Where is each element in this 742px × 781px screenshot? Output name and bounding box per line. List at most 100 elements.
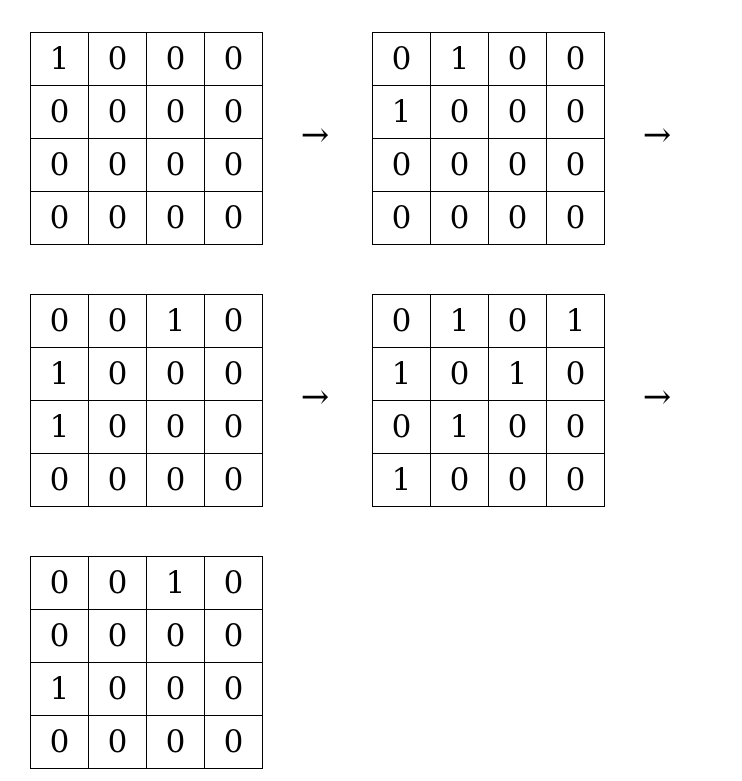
matrix-cell: 1 [146,556,205,610]
matrix-cell: 0 [88,294,147,348]
matrix-cell: 0 [30,609,89,663]
matrix-cell: 0 [146,347,205,401]
matrix-cell: 0 [146,400,205,454]
matrix-cell: 0 [88,609,147,663]
matrix-1: 1 0 0 0 0 0 0 0 0 0 0 0 0 0 0 0 [30,32,263,245]
matrix-cell: 0 [372,32,431,86]
matrix-4: 0 1 0 1 1 0 1 0 0 1 0 0 1 0 0 0 [372,294,605,507]
matrix-cell: 0 [204,556,263,610]
matrix-cell: 0 [372,294,431,348]
matrix-row: 1 0 0 0 [30,32,263,86]
matrix-cell: 0 [546,453,605,507]
matrix-cell: 0 [146,453,205,507]
matrix-cell: 0 [146,85,205,139]
matrix-cell: 0 [546,191,605,245]
matrix-cell: 0 [204,347,263,401]
matrix-cell: 1 [430,294,489,348]
matrix-cell: 0 [488,191,547,245]
right-arrow-icon: → [300,377,330,417]
matrix-cell: 1 [430,32,489,86]
matrix-cell: 1 [430,400,489,454]
matrix-row: 0 0 0 0 [30,191,263,245]
matrix-cell: 0 [30,556,89,610]
matrix-cell: 1 [146,294,205,348]
matrix-cell: 0 [88,32,147,86]
matrix-cell: 0 [146,32,205,86]
matrix-cell: 0 [488,400,547,454]
matrix-row: 0 1 0 1 [372,294,605,348]
matrix-row: 0 1 0 0 [372,400,605,454]
matrix-cell: 0 [88,138,147,192]
matrix-cell: 0 [146,715,205,769]
matrix-cell: 0 [88,400,147,454]
matrix-cell: 1 [30,400,89,454]
matrix-cell: 0 [204,715,263,769]
matrix-cell: 0 [30,453,89,507]
matrix-cell: 0 [488,294,547,348]
matrix-cell: 0 [30,715,89,769]
matrix-cell: 0 [372,400,431,454]
matrix-cell: 0 [30,191,89,245]
matrix-cell: 0 [30,138,89,192]
matrix-cell: 0 [146,191,205,245]
matrix-cell: 0 [488,85,547,139]
matrix-cell: 0 [488,453,547,507]
matrix-cell: 0 [488,32,547,86]
matrix-cell: 0 [546,138,605,192]
matrix-row: 0 0 0 0 [30,85,263,139]
matrix-row: 1 0 0 0 [372,453,605,507]
matrix-cell: 0 [546,347,605,401]
matrix-cell: 0 [430,453,489,507]
matrix-row: 1 0 0 0 [372,85,605,139]
matrix-row: 0 0 0 0 [30,715,263,769]
matrix-5: 0 0 1 0 0 0 0 0 1 0 0 0 0 0 0 0 [30,556,263,769]
matrix-cell: 0 [204,294,263,348]
matrix-cell: 0 [88,347,147,401]
matrix-cell: 0 [88,715,147,769]
matrix-cell: 0 [430,138,489,192]
matrix-cell: 0 [88,453,147,507]
right-arrow-icon: → [642,377,672,417]
matrix-row: 0 0 0 0 [372,191,605,245]
matrix-cell: 0 [204,32,263,86]
matrix-cell: 0 [204,191,263,245]
matrix-cell: 0 [546,400,605,454]
matrix-cell: 0 [88,191,147,245]
matrix-cell: 0 [546,85,605,139]
matrix-cell: 0 [488,138,547,192]
matrix-cell: 1 [30,32,89,86]
matrix-cell: 0 [204,138,263,192]
matrix-cell: 0 [546,32,605,86]
matrix-row: 0 0 1 0 [30,556,263,610]
matrix-row: 0 0 0 0 [30,453,263,507]
matrix-cell: 0 [204,609,263,663]
matrix-cell: 0 [204,453,263,507]
matrix-row: 0 0 0 0 [30,609,263,663]
matrix-row: 0 0 0 0 [30,138,263,192]
matrix-cell: 0 [204,85,263,139]
matrix-cell: 0 [146,662,205,716]
matrix-cell: 0 [88,662,147,716]
matrix-cell: 1 [372,85,431,139]
matrix-cell: 1 [30,347,89,401]
matrix-cell: 0 [372,138,431,192]
matrix-cell: 0 [146,609,205,663]
matrix-cell: 0 [88,556,147,610]
matrix-cell: 0 [430,191,489,245]
matrix-cell: 1 [30,662,89,716]
matrix-row: 1 0 1 0 [372,347,605,401]
matrix-cell: 0 [430,347,489,401]
matrix-3: 0 0 1 0 1 0 0 0 1 0 0 0 0 0 0 0 [30,294,263,507]
matrix-cell: 0 [204,400,263,454]
matrix-cell: 0 [430,85,489,139]
matrix-row: 1 0 0 0 [30,347,263,401]
matrix-row: 0 0 1 0 [30,294,263,348]
matrix-cell: 1 [372,347,431,401]
matrix-cell: 0 [30,294,89,348]
right-arrow-icon: → [642,115,672,155]
matrix-cell: 0 [372,191,431,245]
matrix-cell: 0 [204,662,263,716]
matrix-row: 0 0 0 0 [372,138,605,192]
matrix-cell: 1 [488,347,547,401]
